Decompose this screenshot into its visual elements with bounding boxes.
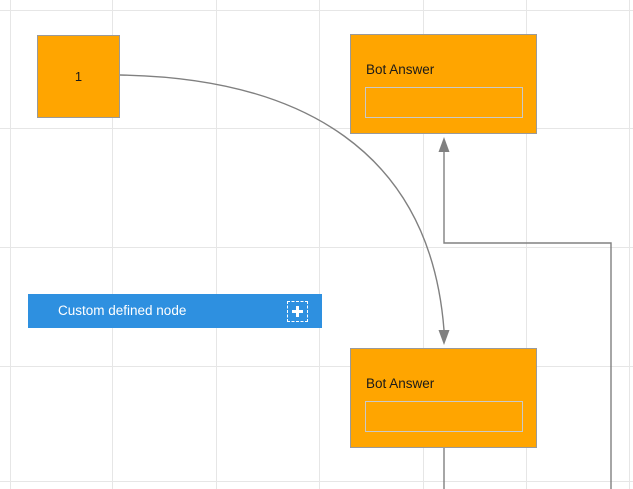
arrowhead-up-icon bbox=[438, 137, 450, 152]
plus-icon[interactable] bbox=[287, 300, 308, 322]
connector-elbow-return-to-top[interactable] bbox=[438, 137, 612, 489]
node-title: Bot Answer bbox=[366, 376, 435, 391]
node-square-label: 1 bbox=[74, 69, 83, 84]
custom-defined-node-bar[interactable]: Custom defined node bbox=[28, 294, 322, 328]
custom-defined-node-label: Custom defined node bbox=[58, 303, 187, 319]
node-slot[interactable] bbox=[365, 87, 523, 118]
node-title: Bot Answer bbox=[366, 62, 435, 77]
node-bot-answer-bottom[interactable]: Bot Answer bbox=[350, 348, 537, 448]
node-slot[interactable] bbox=[365, 401, 523, 432]
arrowhead-down-icon bbox=[438, 330, 450, 345]
node-square-1[interactable]: 1 bbox=[37, 35, 120, 118]
connector-curved-node1-to-bottom[interactable] bbox=[119, 74, 450, 345]
node-bot-answer-top[interactable]: Bot Answer bbox=[350, 34, 537, 134]
